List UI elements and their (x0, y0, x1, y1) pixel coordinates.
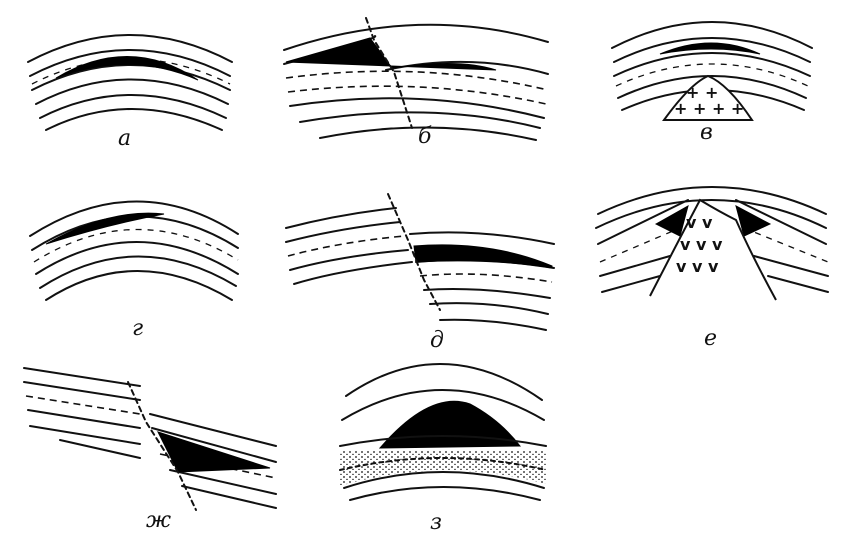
oil-lens (659, 42, 761, 55)
oil-wedge (654, 204, 689, 237)
sand-layer (340, 450, 546, 486)
panel-label-d: д (430, 328, 444, 353)
fault-line (387, 193, 441, 311)
panel-label-z: з (430, 510, 442, 535)
panel-e-diagram: v v v v v v v v (595, 186, 829, 301)
panel-g-diagram (29, 200, 239, 301)
oil-body (413, 244, 553, 269)
panel-a-diagram (27, 34, 233, 131)
oil-body (285, 37, 497, 71)
fault-line (127, 381, 197, 511)
panel-v-diagram: + + + + + + (611, 21, 813, 121)
oil-wedge (735, 205, 772, 237)
panel-label-g: г (132, 316, 144, 341)
oil-wedge (45, 212, 165, 245)
panel-d-diagram (285, 193, 555, 331)
intrusion-core (649, 198, 777, 301)
svg-text:v v v: v v v (680, 235, 723, 254)
intrusion-core (662, 74, 754, 121)
panel-label-zh: ж (146, 508, 172, 533)
svg-text:v v v: v v v (676, 257, 719, 276)
panel-label-e: е (704, 326, 718, 351)
svg-text:+ +: + + (686, 83, 718, 102)
oil-lens (55, 56, 199, 81)
panel-label-v: в (700, 120, 713, 145)
oil-body (157, 431, 271, 473)
panel-z-diagram (339, 363, 547, 501)
svg-text:+ + + +: + + + + (674, 99, 744, 118)
oil-dome (378, 400, 522, 449)
panel-b-diagram (283, 17, 549, 141)
panel-label-a: а (118, 126, 132, 151)
fault-line (365, 17, 413, 129)
panel-label-b: б (418, 124, 432, 149)
svg-text:v v: v v (686, 213, 713, 232)
panel-zh-diagram (23, 367, 277, 511)
